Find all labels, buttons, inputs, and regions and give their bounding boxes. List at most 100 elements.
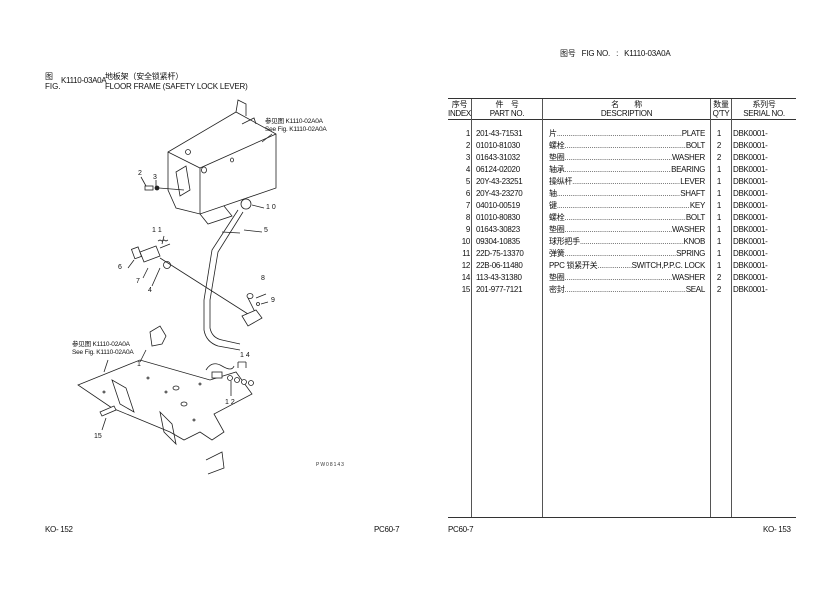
switch-12-washers-14 xyxy=(205,361,254,396)
table-bottom-rule xyxy=(448,517,796,518)
callout-6: 6 xyxy=(118,264,122,271)
row-part-no: 04010-00519 xyxy=(476,201,520,210)
row-description-cn: 垫圈 xyxy=(549,153,565,162)
row-serial: DBK0001- xyxy=(733,141,768,150)
callout-11: 1 1 xyxy=(152,227,162,234)
row-index: 8 xyxy=(465,213,470,222)
row-serial: DBK0001- xyxy=(733,201,768,210)
floor-plate xyxy=(77,359,253,475)
row-index: 14 xyxy=(461,273,471,282)
row-serial: DBK0001- xyxy=(733,261,768,270)
right-page-number: KO- 153 xyxy=(763,525,791,534)
parts-table: 序号 INDEX 件 号 PART NO. 名 称 DESCRIPTION 数量… xyxy=(448,98,796,518)
callout-9: 9 xyxy=(271,297,275,304)
figure-name: 地板架（安全锁紧杆） FLOOR FRAME (SAFETY LOCK LEVE… xyxy=(105,72,248,92)
plate-1 xyxy=(139,325,167,363)
row-index: 9 xyxy=(465,225,470,234)
table-body: 1201-43-71531片PLATE1DBK0001-201010-81030… xyxy=(448,128,796,296)
callout-7: 7 xyxy=(136,278,140,285)
see-fig-ref-lower: 参见图 K1110-02A0A See Fig. K1110-02A0A xyxy=(72,341,134,356)
row-qty: 1 xyxy=(716,249,722,258)
row-description-cn: 键 xyxy=(549,201,557,210)
row-serial: DBK0001- xyxy=(733,189,768,198)
row-serial: DBK0001- xyxy=(733,213,768,222)
row-description: 垫圈WASHER xyxy=(549,152,705,164)
row-serial: DBK0001- xyxy=(733,237,768,246)
row-qty: 1 xyxy=(716,201,722,210)
callout-3: 3 xyxy=(153,174,157,181)
row-serial: DBK0001- xyxy=(733,249,768,258)
row-description-en: PLATE xyxy=(681,129,706,138)
row-description: 密封 SEAL xyxy=(549,284,705,296)
col-divider xyxy=(731,99,732,517)
row-serial: DBK0001- xyxy=(733,285,768,294)
row-qty: 1 xyxy=(716,261,722,270)
leader-dots xyxy=(564,140,685,152)
left-page-number: KO- 152 xyxy=(45,525,73,534)
callout-1: 1 xyxy=(137,361,141,368)
see-fig-ref-upper: 参见图 K1110-02A0A See Fig. K1110-02A0A xyxy=(265,118,327,133)
row-index: 2 xyxy=(465,141,470,150)
leader-dots xyxy=(572,176,680,188)
drawing-code: PW08143 xyxy=(316,462,345,468)
row-index: 6 xyxy=(465,189,470,198)
row-index: 7 xyxy=(465,201,470,210)
row-description: 键KEY xyxy=(549,200,705,212)
row-description: 螺栓BOLT xyxy=(549,212,705,224)
leader-dots xyxy=(564,224,672,236)
row-part-no: 01010-80830 xyxy=(476,213,520,222)
table-header-rule xyxy=(448,119,796,120)
callout-5: 5 xyxy=(264,227,268,234)
callout-14: 1 4 xyxy=(240,352,250,359)
row-qty: 2 xyxy=(716,273,722,282)
row-serial: DBK0001- xyxy=(733,225,768,234)
row-serial: DBK0001- xyxy=(733,177,768,186)
row-part-no: 22B-06-11480 xyxy=(476,261,523,270)
row-description-en: BEARING xyxy=(671,165,705,174)
row-qty: 2 xyxy=(716,141,722,150)
row-description-en: SEAL xyxy=(685,285,706,294)
row-index: 3 xyxy=(465,153,470,162)
row-description-cn: 密封 xyxy=(549,285,565,294)
row-part-no: 06124-02020 xyxy=(476,165,520,174)
left-model: PC60-7 xyxy=(374,525,400,534)
figure-name-cn: 地板架（安全锁紧杆） xyxy=(105,72,183,81)
leader-dots xyxy=(597,260,631,272)
figure-label: 图 FIG. xyxy=(45,72,61,91)
right-model: PC60-7 xyxy=(448,525,474,534)
leader-dots xyxy=(564,272,672,284)
row-description-cn: PPC 锁紧开关 xyxy=(549,261,598,270)
row-description-cn: 轴 xyxy=(549,189,557,198)
row-description: 操纵杆LEVER xyxy=(549,176,705,188)
header-qty: 数量 Q'TY xyxy=(712,100,730,118)
col-divider xyxy=(471,99,472,517)
row-index: 1 xyxy=(465,129,470,138)
row-qty: 1 xyxy=(716,177,722,186)
callout-2: 2 xyxy=(138,170,142,177)
row-qty: 2 xyxy=(716,153,722,162)
fig-number-value: K1110-03A0A xyxy=(624,49,671,58)
exploded-parts-drawing xyxy=(77,99,277,475)
row-qty: 1 xyxy=(716,237,722,246)
floor-frame-box xyxy=(167,99,277,225)
row-part-no: 113-43-31380 xyxy=(476,273,522,282)
row-index: 5 xyxy=(465,177,470,186)
row-description-cn: 球形把手 xyxy=(549,237,580,246)
row-part-no: 01010-81030 xyxy=(476,141,520,150)
callout-4: 4 xyxy=(148,287,152,294)
row-qty: 2 xyxy=(716,285,722,294)
row-serial: DBK0001- xyxy=(733,273,768,282)
row-description: 片PLATE xyxy=(549,128,705,140)
knob-10 xyxy=(240,198,265,210)
row-part-no: 201-977-7121 xyxy=(476,285,523,294)
row-description-en: WASHER xyxy=(671,273,705,282)
row-description-en: KNOB xyxy=(683,237,706,246)
row-description: 螺栓BOLT xyxy=(549,140,705,152)
row-part-no: 01643-31032 xyxy=(476,153,520,162)
